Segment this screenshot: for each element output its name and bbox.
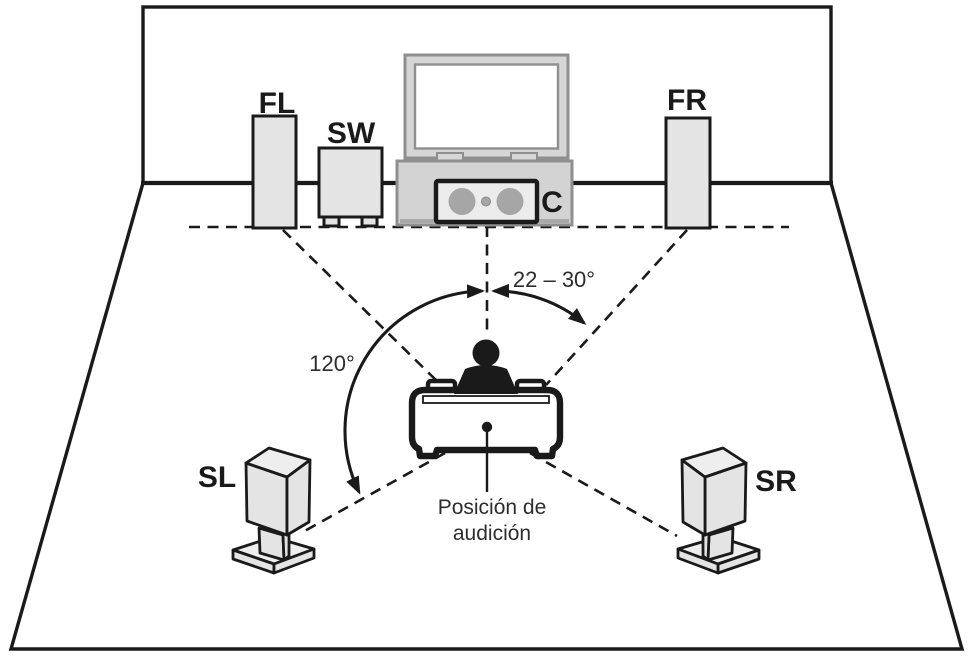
floor — [8, 182, 965, 651]
front-right-line — [545, 229, 688, 386]
listening-position-caption-line1: Posición de — [438, 496, 547, 519]
sl-base-side — [272, 547, 316, 575]
front-left-line — [282, 229, 441, 385]
surround-left-line — [300, 451, 446, 535]
listener-head — [472, 339, 500, 367]
surround-left-speaker — [231, 446, 316, 575]
label-center: C — [541, 186, 563, 219]
label-surround-right: SR — [755, 465, 797, 498]
subwoofer — [317, 146, 384, 228]
sofa-backrest-band — [422, 395, 550, 404]
label-front-left: FL — [259, 87, 296, 120]
front-angle-value: 22 – 30° — [513, 267, 595, 292]
label-front-right: FR — [667, 84, 707, 117]
front-left-speaker — [251, 114, 298, 230]
subwoofer-body — [317, 146, 384, 219]
center-speaker-woofer-right — [496, 188, 524, 215]
surround-right-speaker — [676, 446, 761, 575]
tv-group — [395, 53, 574, 227]
subwoofer-foot-left — [322, 215, 341, 228]
surround-right-line — [529, 451, 678, 538]
angle-arcs — [343, 283, 587, 495]
surround-angle-arc — [343, 284, 485, 495]
listening-position-group — [408, 339, 564, 492]
tv-screen — [413, 63, 560, 150]
center-speaker-woofer-left — [448, 188, 476, 215]
sr-base-side — [676, 547, 720, 575]
subwoofer-foot-right — [360, 215, 379, 228]
surround-angle-value: 120° — [309, 351, 355, 376]
label-subwoofer: SW — [327, 117, 376, 150]
listener-shoulders — [454, 365, 518, 394]
center-speaker-tweeter — [481, 196, 491, 207]
front-right-speaker — [664, 116, 712, 230]
label-surround-left: SL — [198, 461, 236, 494]
front-angle-arc — [491, 283, 587, 325]
sl-cabinet-top — [244, 446, 312, 479]
sr-cabinet-top — [680, 446, 748, 479]
listening-position-caption-line2: audición — [453, 522, 531, 545]
